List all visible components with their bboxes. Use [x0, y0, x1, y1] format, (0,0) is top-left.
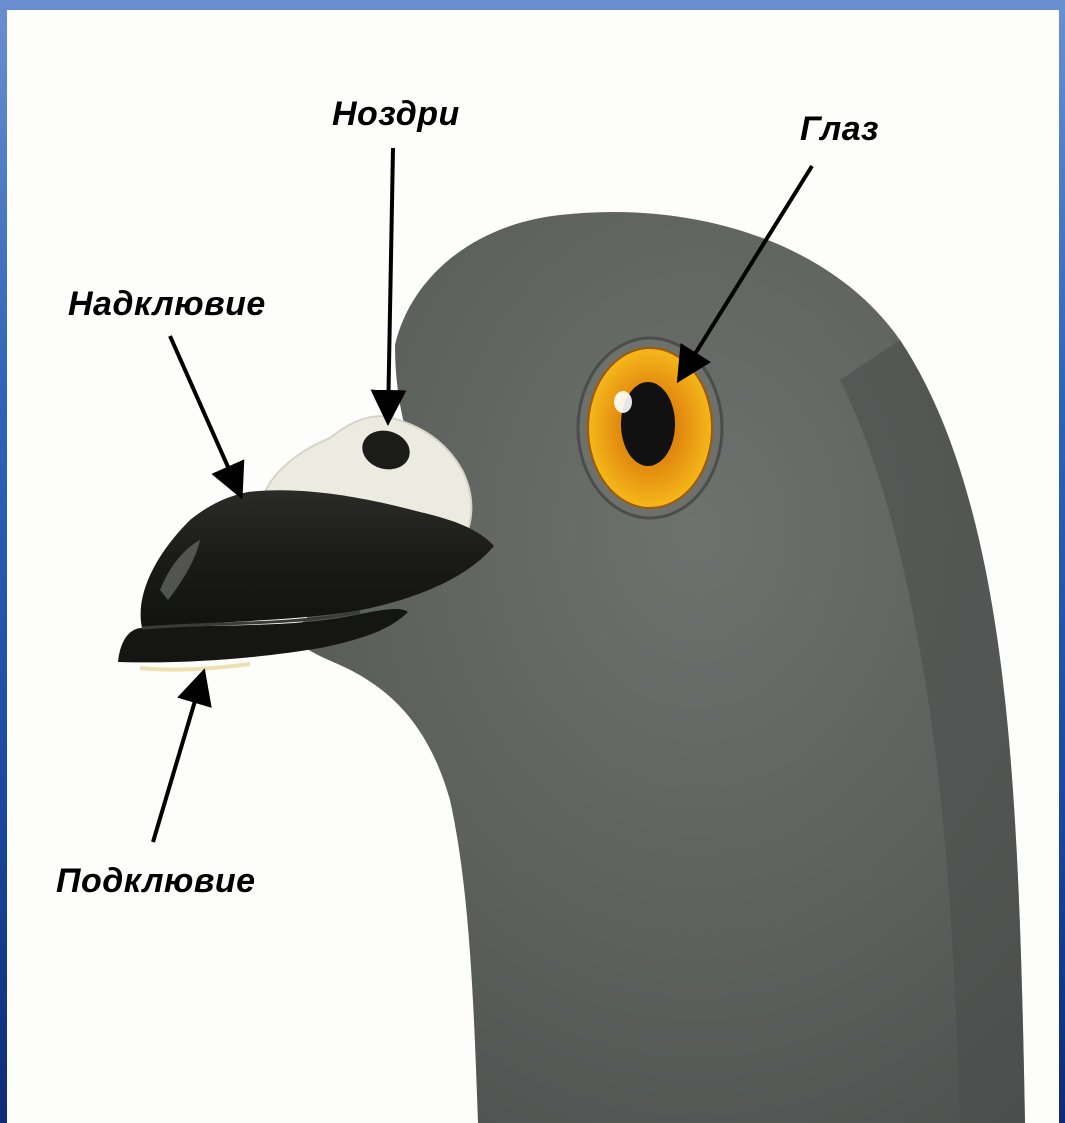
nostrils-label: Ноздри: [332, 95, 460, 134]
eye-highlight: [614, 391, 632, 413]
upper-beak-label: Надклювие: [68, 285, 266, 324]
lower-beak-label: Подклювие: [56, 862, 256, 901]
eye-label: Глаз: [800, 110, 879, 149]
